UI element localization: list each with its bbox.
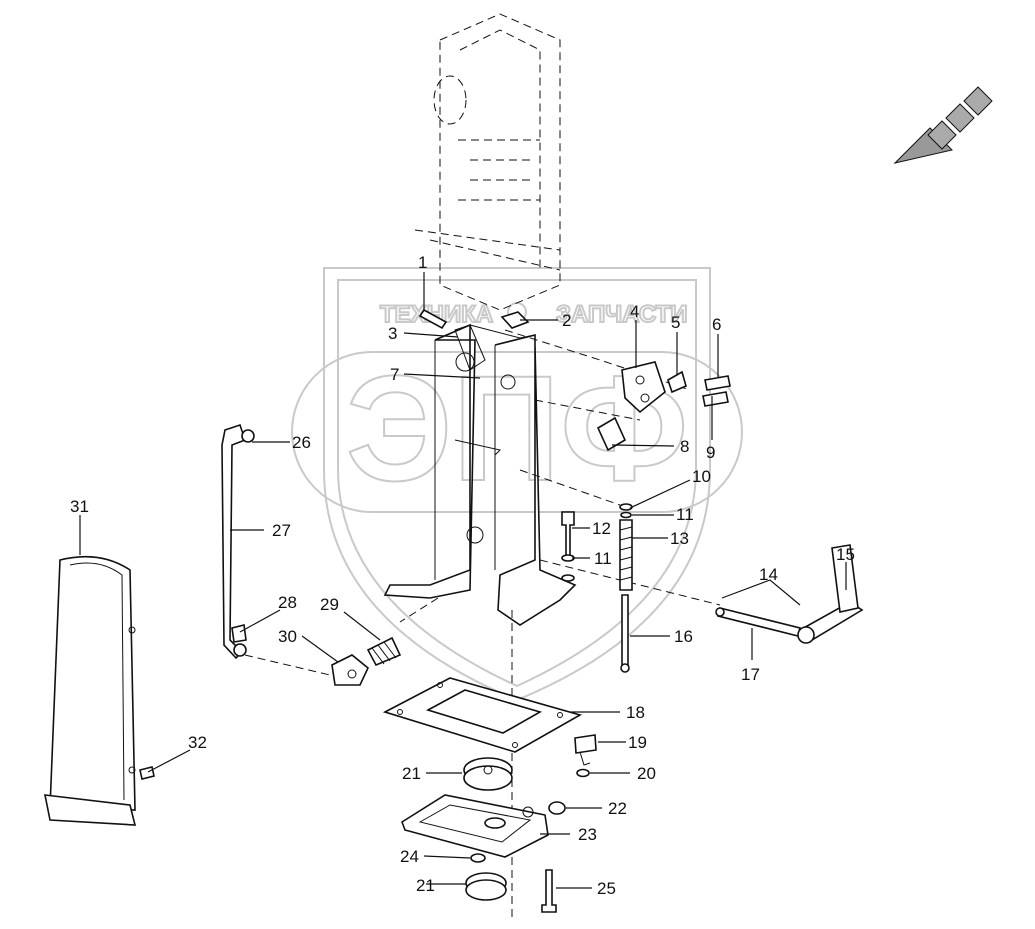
callout-16: 16 <box>674 627 693 646</box>
callout-11-lower: 11 <box>594 549 612 568</box>
part-pin-8 <box>596 416 627 452</box>
callout-21-upper: 21 <box>402 764 421 783</box>
callout-3: 3 <box>388 324 397 343</box>
callout-23: 23 <box>578 825 597 844</box>
part-shaft-17 <box>715 607 801 637</box>
callout-9: 9 <box>706 443 715 462</box>
part-bolt-12 <box>561 511 575 582</box>
callout-22: 22 <box>608 799 627 818</box>
part-washer-20 <box>576 768 590 778</box>
callout-8: 8 <box>680 437 689 456</box>
part-nut-2 <box>500 311 530 329</box>
part-rod-27 <box>221 423 255 660</box>
callout-26: 26 <box>292 433 311 452</box>
part-screw-6 <box>704 375 731 391</box>
part-washer-24 <box>470 853 486 863</box>
callout-13: 13 <box>670 529 689 548</box>
callout-29: 29 <box>320 595 339 614</box>
callout-24: 24 <box>400 847 419 866</box>
callout-20: 20 <box>637 764 656 783</box>
callout-31: 31 <box>70 497 89 516</box>
callout-7: 7 <box>390 365 399 384</box>
callout-6: 6 <box>712 315 721 334</box>
part-pedal-31 <box>43 555 137 826</box>
part-bolt-19 <box>574 734 597 766</box>
part-screw-32 <box>139 766 155 780</box>
watermark-right-word: ЗАПЧАСТИ <box>556 301 688 328</box>
callout-21-lower: 21 <box>416 876 435 895</box>
callout-14: 14 <box>759 565 778 584</box>
callout-10: 10 <box>692 467 711 486</box>
callout-15: 15 <box>836 545 855 564</box>
callout-25: 25 <box>597 879 616 898</box>
part-plate-4 <box>621 361 666 414</box>
steering-column-ghost <box>414 13 561 311</box>
leader-lines <box>79 272 847 889</box>
callout-27: 27 <box>272 521 291 540</box>
callout-30: 30 <box>278 627 297 646</box>
pedal-bracket <box>383 323 577 626</box>
callout-11-upper: 11 <box>676 505 694 524</box>
callout-32: 32 <box>188 733 207 752</box>
part-screw-9 <box>702 391 729 407</box>
part-bolt-25 <box>541 869 557 913</box>
part-flange-21-upper <box>463 757 513 791</box>
part-washer-22 <box>548 801 566 815</box>
callout-4: 4 <box>630 302 639 321</box>
part-rod-16 <box>620 594 630 673</box>
callout-12: 12 <box>592 519 611 538</box>
callout-1: 1 <box>418 253 427 272</box>
part-lever-15 <box>797 544 864 644</box>
callout-2: 2 <box>562 311 571 330</box>
callout-17: 17 <box>741 665 760 684</box>
part-cover-23 <box>401 794 549 858</box>
callout-19: 19 <box>628 733 647 752</box>
part-bolt-1 <box>418 308 448 330</box>
part-spring-29 <box>366 636 402 667</box>
part-plate-18 <box>382 677 583 753</box>
part-spring-13 <box>619 503 633 591</box>
callout-18: 18 <box>626 703 645 722</box>
callout-28: 28 <box>278 593 297 612</box>
direction-arrow-icon <box>893 86 993 164</box>
part-flange-21-lower <box>465 872 507 901</box>
callout-labels: 1 2 3 4 5 6 7 8 9 10 11 11 12 13 14 15 1… <box>70 253 855 898</box>
part-clevis-30 <box>331 654 369 686</box>
callout-5: 5 <box>671 313 680 332</box>
